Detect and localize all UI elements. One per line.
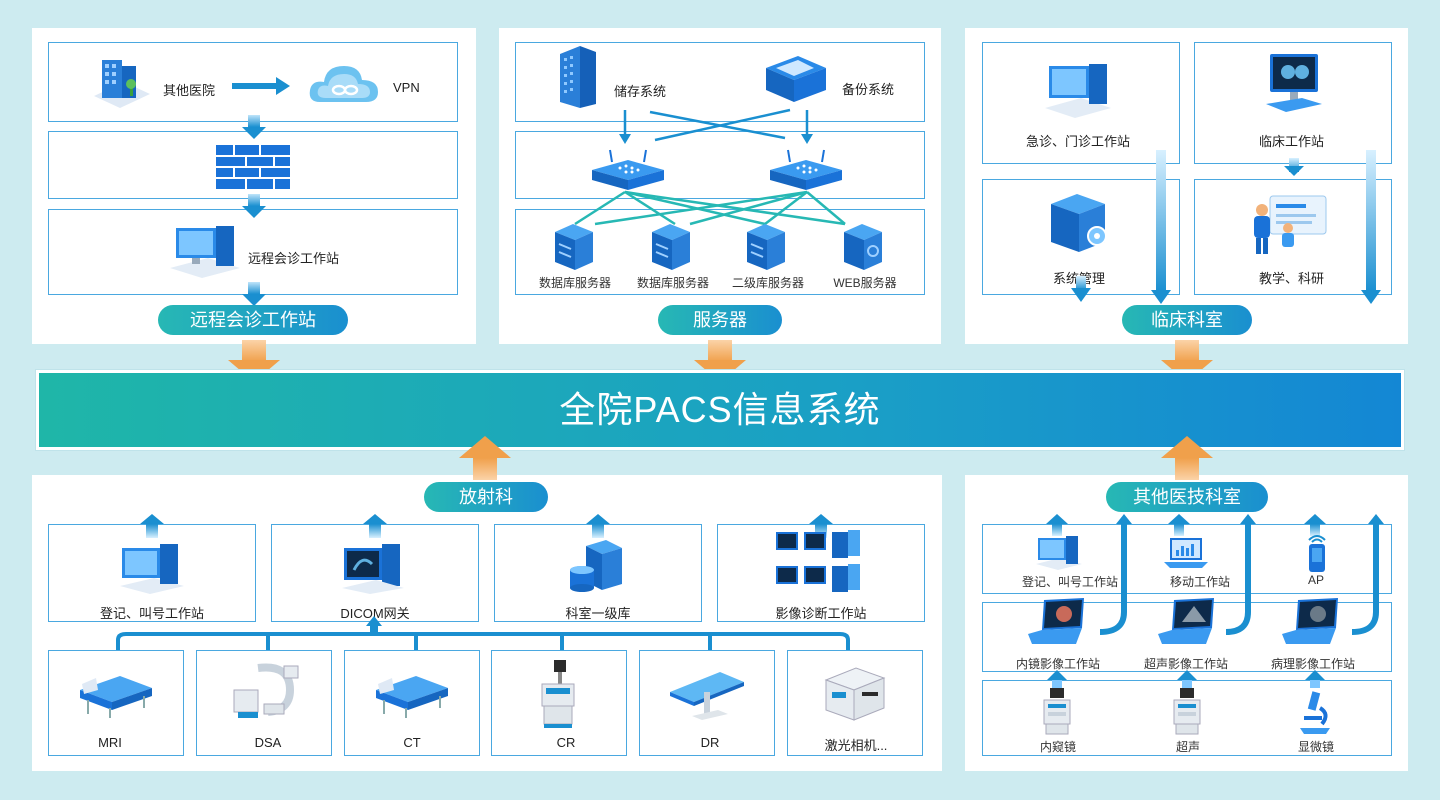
diagnosis-monitors-icon <box>776 530 860 592</box>
backup-label: 备份系统 <box>842 82 895 97</box>
other-row2-label: 病理影像工作站 <box>1270 657 1355 671</box>
other-row1-label: AP <box>1307 573 1324 587</box>
microscope-icon <box>1300 691 1330 734</box>
backup-icon <box>766 56 826 102</box>
mri-bed-icon <box>80 676 152 718</box>
cr-machine-icon <box>541 660 575 728</box>
up-arrow-icon <box>1177 670 1197 688</box>
orange-up-arrow-icon <box>459 436 511 480</box>
orange-up-arrow-icon <box>1161 436 1213 480</box>
up-arrow-icon <box>1305 670 1325 688</box>
storage-building-icon <box>560 46 596 108</box>
device-label: DSA <box>254 735 282 750</box>
server-label: 数据库服务器 <box>636 276 709 290</box>
other-row1-label: 登记、叫号工作站 <box>1021 575 1118 589</box>
laser-camera-icon <box>824 667 886 721</box>
other-flow-arrows <box>1046 514 1384 635</box>
firewall-icon <box>216 145 290 189</box>
remote-workstation-label: 远程会诊工作站 <box>248 251 340 266</box>
dicom-gateway-icon <box>342 544 404 594</box>
emergency-label: 急诊、门诊工作站 <box>1026 134 1131 149</box>
ct-bed-icon <box>376 676 448 718</box>
device-bus-line <box>116 616 850 654</box>
wifi-ap-icon <box>1308 535 1326 572</box>
database-server-icon <box>555 224 593 270</box>
banner-title: 全院PACS信息系统 <box>559 389 881 430</box>
other-tech-pill: 其他医技科室 <box>1106 482 1268 512</box>
monitor-icon <box>1266 54 1322 112</box>
server-row2 <box>515 131 925 199</box>
other-row1-label: 移动工作站 <box>1169 575 1230 589</box>
clinical-pill: 临床科室 <box>1122 305 1252 335</box>
dr-table-icon <box>670 672 744 720</box>
device-label: MRI <box>98 735 122 750</box>
server-label: 二级库服务器 <box>731 276 804 290</box>
radiology-top-label: DICOM网关 <box>340 606 410 621</box>
radiology-top-label: 登记、叫号工作站 <box>99 606 204 621</box>
other-row3-label: 显微镜 <box>1297 740 1334 754</box>
switch-icon <box>592 149 664 190</box>
cloud-icon <box>309 66 378 102</box>
other-row2-label: 内镜影像工作站 <box>1015 657 1100 671</box>
secondary-server-icon <box>747 224 785 270</box>
down-arrow-icon <box>242 282 266 306</box>
right-arrow-icon <box>232 77 290 95</box>
up-arrow-icon <box>1047 670 1067 688</box>
server-label: 数据库服务器 <box>538 276 611 290</box>
radiology-top-label: 科室一级库 <box>565 606 631 621</box>
pacs-banner: 全院PACS信息系统 <box>36 370 1404 450</box>
computer-icon <box>1036 536 1082 570</box>
computer-icon <box>120 544 184 594</box>
radiology-pill: 放射科 <box>424 482 548 512</box>
device-label: 激光相机... <box>824 738 888 753</box>
hospital-icon <box>94 60 150 108</box>
other-hospital-label: 其他医院 <box>163 83 216 98</box>
device-label: CR <box>556 735 576 750</box>
vpn-label: VPN <box>393 80 420 95</box>
dsa-icon <box>233 663 299 718</box>
computer-icon <box>1045 64 1111 118</box>
device-label: CT <box>403 735 421 750</box>
remote-row3 <box>48 209 458 295</box>
storage-label: 储存系统 <box>614 84 667 99</box>
computer-icon <box>170 226 240 278</box>
other-row3-label: 超声 <box>1175 740 1200 754</box>
other-row2-label: 超声影像工作站 <box>1143 657 1228 671</box>
flow-lines <box>1071 150 1381 304</box>
teaching-label: 教学、科研 <box>1259 271 1325 286</box>
database-icon <box>570 540 622 592</box>
laptop-icon <box>1164 538 1208 568</box>
server-label: WEB服务器 <box>833 276 897 290</box>
laptop-icon <box>1282 598 1338 644</box>
laptop-icon <box>1028 598 1084 644</box>
laptop-icon <box>1158 598 1214 644</box>
database-server-icon <box>652 224 690 270</box>
web-server-icon <box>844 224 882 270</box>
radiology-top-label: 影像诊断工作站 <box>775 606 867 621</box>
ultrasound-icon <box>1173 688 1201 735</box>
switch-icon <box>770 149 842 190</box>
clinic-ws-label: 临床工作站 <box>1259 134 1325 149</box>
remote-pill: 远程会诊工作站 <box>158 305 348 335</box>
down-arrow-icon <box>242 194 266 218</box>
teaching-icon <box>1254 195 1327 254</box>
device-label: DR <box>700 735 720 750</box>
server-gear-icon <box>1051 194 1107 252</box>
down-arrow-icon <box>242 115 266 139</box>
network-links <box>574 108 846 226</box>
other-row3-label: 内窥镜 <box>1039 740 1076 754</box>
server-pill: 服务器 <box>658 305 782 335</box>
endoscope-icon <box>1043 688 1071 735</box>
